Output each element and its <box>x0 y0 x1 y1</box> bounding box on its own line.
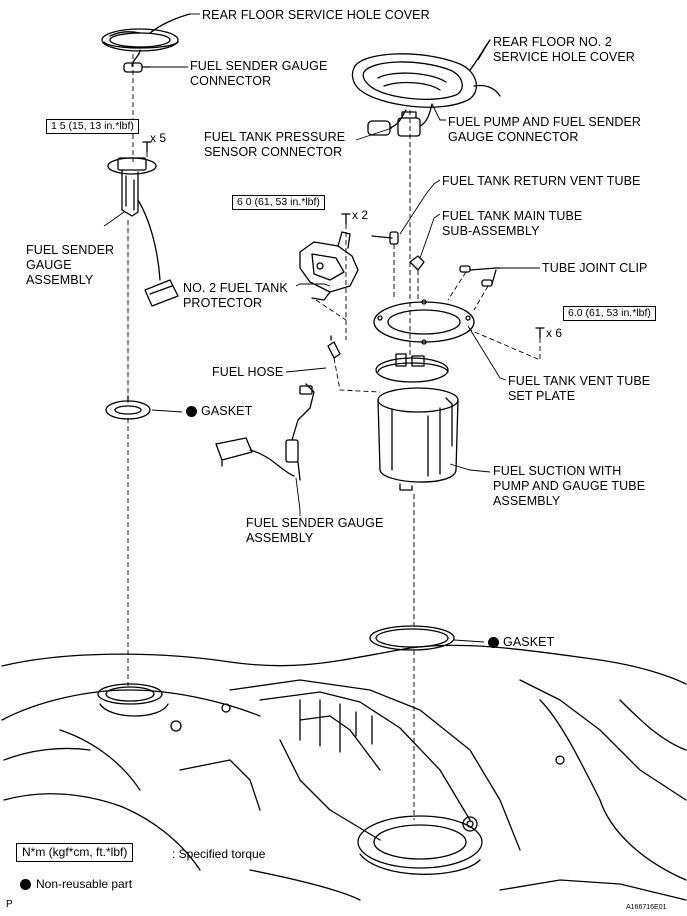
label-fuel-sender-gauge-assembly-bottom: FUEL SENDER GAUGE ASSEMBLY <box>246 516 384 545</box>
label-tube-joint-clip: TUBE JOINT CLIP <box>542 261 648 275</box>
nonreusable-marker-lower <box>488 637 499 648</box>
fuel-tank-vent-tube-set-plate-part <box>373 299 475 345</box>
label-fuel-tank-return-vent-tube: FUEL TANK RETURN VENT TUBE <box>442 174 641 188</box>
no2-fuel-tank-protector-part <box>299 231 359 301</box>
fuel-suction-pump-assembly-part <box>375 353 459 491</box>
sender-bolt-icon <box>142 141 152 153</box>
label-fuel-pump-and-sender-gauge-connector: FUEL PUMP AND FUEL SENDER GAUGE CONNECTO… <box>448 115 642 144</box>
protector-bolt-icon <box>341 213 351 225</box>
multiplier-set-plate: x 6 <box>546 326 563 340</box>
label-fuel-sender-gauge-connector: FUEL SENDER GAUGE CONNECTOR <box>190 59 328 88</box>
label-gasket-lower: GASKET <box>503 635 555 649</box>
fuel-sender-gauge-assembly-bottom-part <box>215 383 315 481</box>
rear-floor-service-hole-cover-part <box>101 13 191 52</box>
label-fuel-hose: FUEL HOSE <box>212 365 284 379</box>
set-plate-bolt-icon <box>535 327 545 339</box>
torque-spec-set-plate: 6.0 (61, 53 in.*lbf) <box>563 306 656 321</box>
torque-spec-protector: 6 0 (61, 53 in.*lbf) <box>232 195 325 210</box>
label-fuel-tank-vent-tube-set-plate: FUEL TANK VENT TUBE SET PLATE <box>508 374 651 403</box>
label-fuel-tank-pressure-sensor-connector: FUEL TANK PRESSURE SENSOR CONNECTOR <box>204 130 346 159</box>
fuel-sender-gauge-assembly-part <box>107 157 179 307</box>
legend-torque-box: N*m (kgf*cm, ft.*lbf) <box>16 843 134 862</box>
footer-mark: P <box>6 899 13 910</box>
label-fuel-suction-assembly: FUEL SUCTION WITH PUMP AND GAUGE TUBE AS… <box>493 464 646 508</box>
label-no2-fuel-tank-protector: NO. 2 FUEL TANK PROTECTOR <box>183 281 288 310</box>
figure-code: A166716E01 <box>626 904 667 911</box>
label-fuel-sender-gauge-assembly-left: FUEL SENDER GAUGE ASSEMBLY <box>26 243 115 287</box>
multiplier-sender-gauge: x 5 <box>150 131 167 145</box>
legend-torque-description: : Specified torque <box>172 847 266 861</box>
nonreusable-marker-upper <box>186 406 197 417</box>
fuel-hose-part <box>327 335 341 359</box>
fuel-tank-return-vent-tube-part <box>371 231 399 245</box>
label-fuel-tank-main-tube: FUEL TANK MAIN TUBE SUB-ASSEMBLY <box>442 209 583 238</box>
label-gasket-upper: GASKET <box>201 404 253 418</box>
torque-spec-sender-gauge: 1 5 (15, 13 in.*lbf) <box>46 119 139 134</box>
rear-floor-no2-service-hole-cover-part <box>351 39 501 108</box>
tube-joint-clip-part <box>459 265 501 287</box>
multiplier-protector: x 2 <box>352 208 369 222</box>
leader-lines <box>103 13 540 643</box>
alignment-guides <box>127 54 541 820</box>
fuel-tank-main-tube-part <box>409 255 425 271</box>
legend-nonreusable-dot <box>20 879 31 890</box>
vehicle-floor-pan <box>1 644 687 901</box>
label-rear-floor-service-hole-cover: REAR FLOOR SERVICE HOLE COVER <box>202 8 430 22</box>
legend-nonreusable-description: Non-reusable part <box>36 877 133 891</box>
gasket-lower-part <box>369 625 455 651</box>
fuel-pump-connector-part <box>367 103 433 137</box>
fuel-sender-gauge-connector-part <box>123 49 151 73</box>
label-rear-floor-no2-service-hole-cover: REAR FLOOR NO. 2 SERVICE HOLE COVER <box>493 35 635 64</box>
